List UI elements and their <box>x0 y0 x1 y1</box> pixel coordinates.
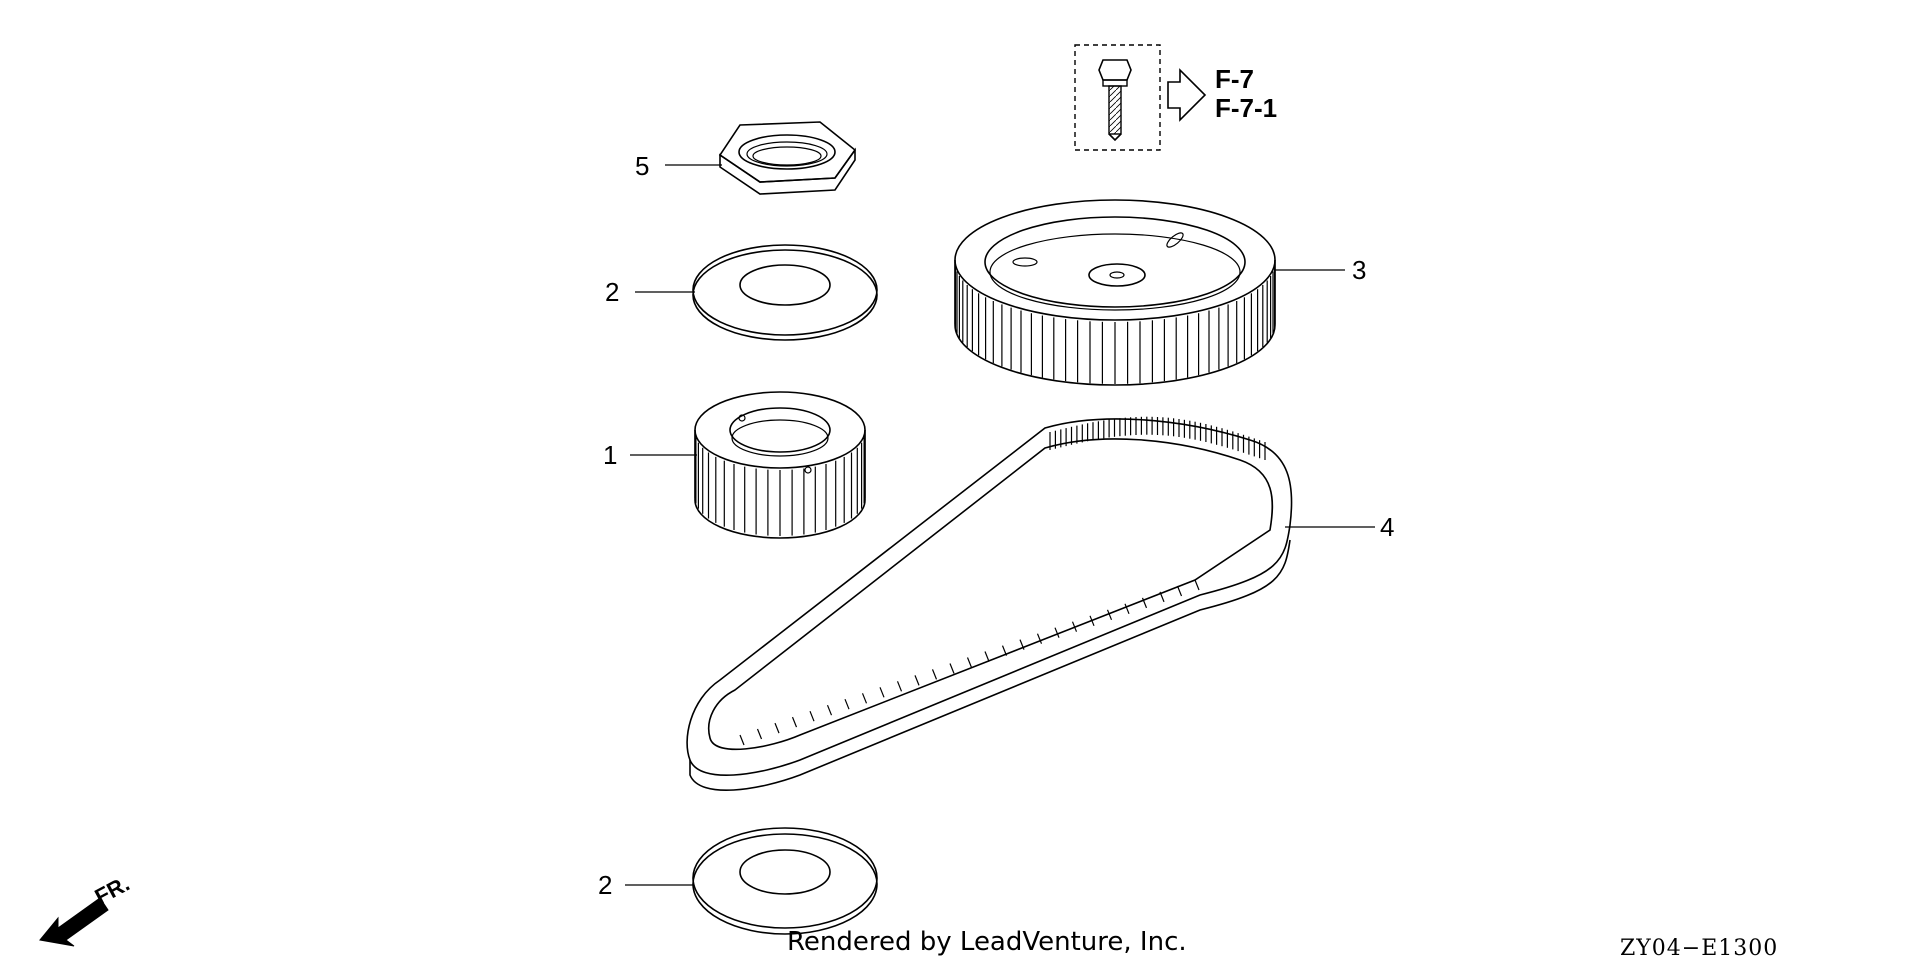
reference-f7[interactable]: F-7 <box>1215 64 1254 94</box>
timing-belt-part-4[interactable] <box>686 416 1293 791</box>
credit-text: Rendered by LeadVenture, Inc. <box>787 927 1187 957</box>
callout-1[interactable]: 1 <box>603 440 617 470</box>
washer-part-2-upper[interactable] <box>692 244 878 341</box>
bolt-reference-box[interactable] <box>1074 44 1161 151</box>
drive-sprocket-part-1[interactable] <box>694 391 866 539</box>
washer-part-2-lower[interactable] <box>692 827 878 935</box>
reference-arrow-icon <box>1167 68 1207 122</box>
callout-5[interactable]: 5 <box>635 151 649 181</box>
leader-lines <box>625 164 1375 886</box>
driven-pulley-part-3[interactable] <box>954 199 1276 386</box>
callout-4[interactable]: 4 <box>1380 512 1394 542</box>
front-direction-icon: FR. <box>39 871 134 947</box>
callout-2-lower[interactable]: 2 <box>598 870 612 900</box>
hex-nut-part-5[interactable] <box>718 121 857 195</box>
reference-f7-1[interactable]: F-7-1 <box>1215 93 1277 123</box>
callout-2-upper[interactable]: 2 <box>605 277 619 307</box>
diagram-code: ZY04−E1300 <box>1620 936 1778 959</box>
callout-3[interactable]: 3 <box>1352 255 1366 285</box>
